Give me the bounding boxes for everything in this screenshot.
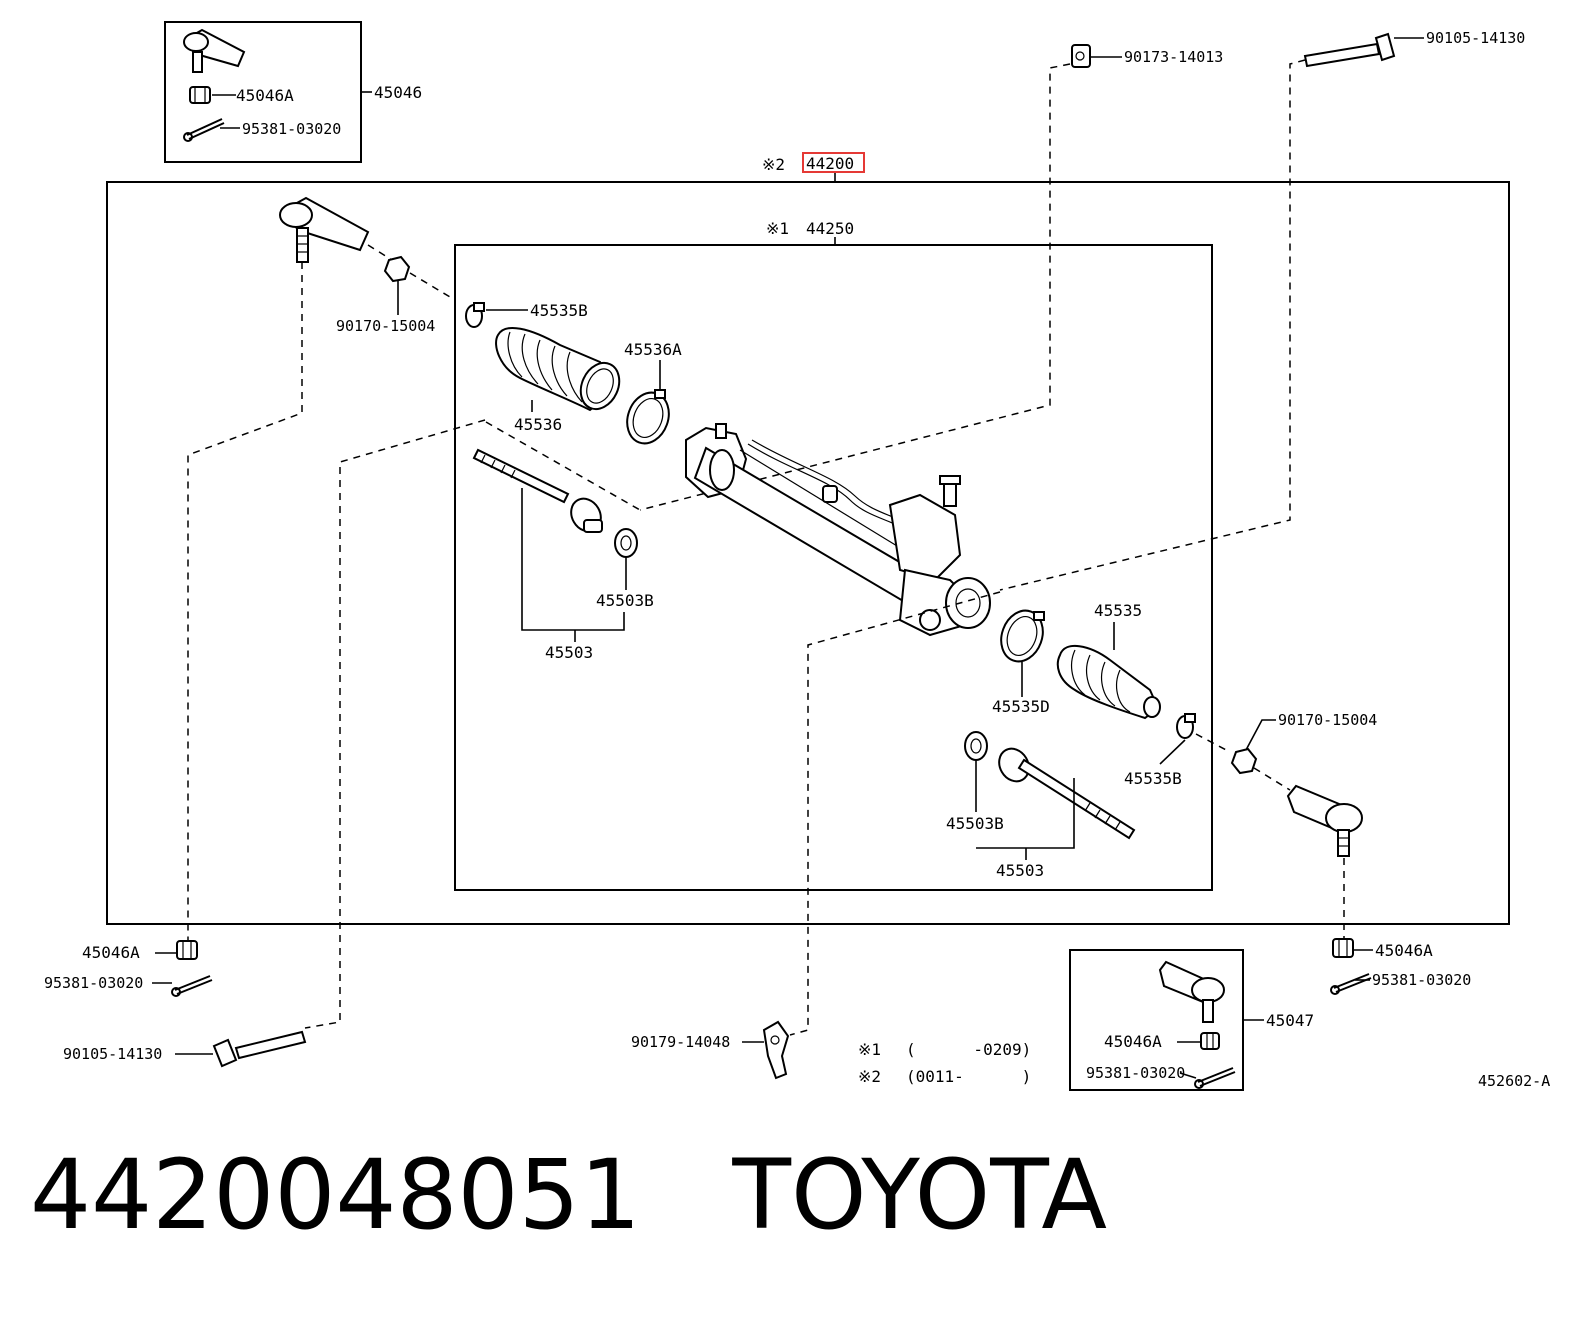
tie-rod-left-label[interactable]: 45503 [545, 643, 593, 662]
assembly-number[interactable]: 44200 [806, 154, 854, 173]
boot-left-icon [495, 327, 621, 412]
clamp-band-right-icon [1000, 609, 1045, 663]
kit-rh-nut-icon [1200, 1032, 1220, 1050]
tie-rod-end-icon [183, 28, 246, 73]
clamp-band-right-label[interactable]: 45535D [992, 697, 1050, 716]
dashed-left-bolt-leader [304, 419, 486, 1029]
kit-rh-nut-label[interactable]: 45046A [1104, 1032, 1162, 1051]
washer-left-label[interactable]: 45503B [596, 591, 654, 610]
subassembly-frame-44250 [454, 244, 1213, 891]
cotter-pin-icon [183, 118, 225, 142]
kit-rh-pin-icon [1194, 1067, 1236, 1089]
tie-rod-right-icon [998, 747, 1136, 840]
nut-bottom-right-icon [1332, 938, 1354, 958]
footer-part-number: 4420048051 [30, 1139, 641, 1251]
steering-rack-icon [685, 423, 991, 637]
nut-bottom-left-icon [176, 940, 198, 960]
bracket-icon [762, 1020, 790, 1080]
nut-bottom-left-label[interactable]: 45046A [82, 943, 140, 962]
diagram-code: 452602-A [1478, 1072, 1550, 1090]
note-2-mark: ※2 [858, 1067, 881, 1086]
nut-right-icon [1230, 747, 1258, 775]
subassembly-mark: ※1 [766, 219, 789, 238]
clamp-top-icon [465, 302, 485, 328]
castle-nut-icon [189, 86, 211, 104]
boot-left-label[interactable]: 45536 [514, 415, 562, 434]
tie-rod-end-lh-kit: 45046A 95381-03020 [164, 21, 362, 163]
bushing-icon [1071, 44, 1091, 68]
tie-end-rh-kit-label[interactable]: 45047 [1266, 1011, 1314, 1030]
tie-rod-end-left-icon [279, 196, 370, 263]
bracket-label[interactable]: 90179-14048 [631, 1033, 730, 1051]
nut-bottom-right-label[interactable]: 45046A [1375, 941, 1433, 960]
assembly-frame-44200 [106, 181, 1510, 925]
pin-bottom-right-label[interactable]: 95381-03020 [1372, 971, 1471, 989]
kit-nut-label[interactable]: 45046A [236, 86, 294, 105]
dashed-bushing-leader [639, 63, 1071, 511]
tie-rod-end-rh-kit: 45046A 95381-03020 [1069, 949, 1244, 1091]
dashed-bolt-leader [999, 59, 1306, 591]
bolt-bottom-left-icon [212, 1030, 307, 1068]
bolt-top-icon [1303, 32, 1396, 68]
note-1-mark: ※1 [858, 1040, 881, 1059]
pin-bottom-left-label[interactable]: 95381-03020 [44, 974, 143, 992]
clamp-band-left-icon [626, 389, 670, 445]
tie-end-lh-kit-label[interactable]: 45046 [374, 83, 422, 102]
nut-left-icon [383, 255, 411, 283]
washer-right-label[interactable]: 45503B [946, 814, 1004, 833]
clamp-bottom-icon [1176, 713, 1196, 739]
nut-left-label[interactable]: 90170-15004 [336, 317, 435, 335]
washer-left-icon [614, 528, 638, 558]
pin-bottom-left-icon [171, 975, 213, 997]
boot-right-icon [1056, 644, 1161, 720]
tie-rod-left-icon [472, 448, 603, 533]
tie-rod-end-right-icon [1286, 784, 1363, 857]
washer-right-icon [964, 731, 988, 761]
note-2-range: (0011- ) [906, 1067, 1031, 1086]
footer-brand: TOYOTA [732, 1139, 1108, 1251]
kit-rh-pin-label[interactable]: 95381-03020 [1086, 1064, 1185, 1082]
bolt-top-label[interactable]: 90105-14130 [1426, 29, 1525, 47]
tie-rod-right-label[interactable]: 45503 [996, 861, 1044, 880]
bolt-bottom-left-label[interactable]: 90105-14130 [63, 1045, 162, 1063]
tie-rod-end-rh-icon [1158, 960, 1225, 1023]
subassembly-number[interactable]: 44250 [806, 219, 854, 238]
assembly-number-highlight [802, 152, 865, 173]
pin-bottom-right-icon [1330, 973, 1372, 995]
kit-pin-label[interactable]: 95381-03020 [242, 120, 341, 138]
footer-caption: 4420048051 TOYOTA [30, 1140, 1107, 1250]
dashed-tie-end-left [187, 262, 303, 940]
nut-right-label[interactable]: 90170-15004 [1278, 711, 1377, 729]
clamp-top-label[interactable]: 45535B [530, 301, 588, 320]
note-1-range: ( -0209) [906, 1040, 1031, 1059]
clamp-band-left-label[interactable]: 45536A [624, 340, 682, 359]
bushing-label[interactable]: 90173-14013 [1124, 48, 1223, 66]
boot-right-label[interactable]: 45535 [1094, 601, 1142, 620]
clamp-bottom-label[interactable]: 45535B [1124, 769, 1182, 788]
dashed-bracket-leader [789, 591, 1001, 1036]
assembly-mark: ※2 [762, 155, 785, 174]
